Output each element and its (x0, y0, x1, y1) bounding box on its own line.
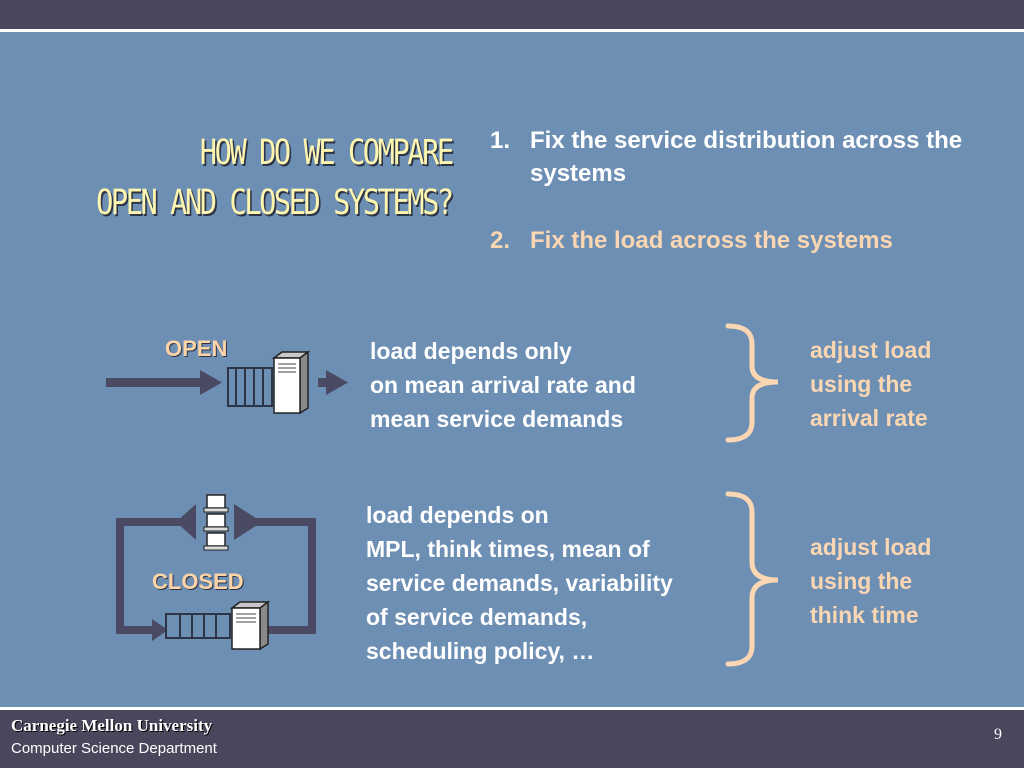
top-divider (0, 29, 1024, 32)
open-adjust-line-3: arrival rate (810, 405, 928, 431)
step-1: 1. Fix the service distribution across t… (490, 124, 1010, 190)
closed-label: CLOSED (152, 569, 244, 594)
step-1-text: Fix the service distribution across the … (530, 127, 963, 187)
closed-description: load depends on MPL, think times, mean o… (366, 498, 673, 668)
open-adjust-line-2: using the (810, 371, 913, 397)
terminals-icon (203, 494, 229, 551)
closed-adjust-line-1: adjust load (810, 534, 932, 560)
title-line-2: OPEN AND CLOSED SYSTEMS? (96, 183, 454, 223)
closed-adjust-line-2: using the (810, 568, 913, 594)
slide-title: HOW DO WE COMPARE OPEN AND CLOSED SYSTEM… (96, 128, 454, 228)
open-desc-line-2: on mean arrival rate and (370, 372, 636, 398)
top-bar (0, 0, 1024, 29)
open-adjust-note: adjust load using the arrival rate (810, 333, 931, 435)
step-1-number: 1. (490, 127, 511, 154)
open-adjust-line-1: adjust load (810, 337, 932, 363)
bottom-divider (0, 707, 1024, 710)
closed-desc-line-5: scheduling policy, … (366, 638, 595, 664)
closed-desc-line-4: of service demands, (366, 604, 588, 630)
step-2: 2. Fix the load across the systems (490, 224, 1010, 257)
closed-loop-arrow (116, 518, 316, 641)
open-desc-line-1: load depends only (370, 338, 572, 364)
footer-bar (0, 710, 1024, 768)
step-2-number: 2. (490, 227, 511, 254)
title-line-1: HOW DO WE COMPARE (200, 133, 454, 173)
open-arrival-arrow (106, 370, 222, 395)
closed-server-icon (229, 600, 271, 651)
open-desc-line-3: mean service demands (370, 406, 624, 432)
steps-list: 1. Fix the service distribution across t… (490, 124, 1010, 257)
open-server-icon (271, 350, 311, 415)
step-2-text: Fix the load across the systems (530, 227, 893, 254)
open-label: OPEN (165, 336, 228, 361)
open-brace (725, 323, 779, 443)
closed-adjust-line-3: think time (810, 602, 919, 628)
open-queue-icon (227, 367, 273, 407)
closed-desc-line-1: load depends on (366, 502, 549, 528)
closed-desc-line-3: service demands, variability (366, 570, 673, 596)
closed-adjust-note: adjust load using the think time (810, 530, 931, 632)
closed-desc-line-2: MPL, think times, mean of (366, 536, 650, 562)
footer-university: Carnegie Mellon University (11, 716, 213, 735)
closed-queue-icon (165, 613, 231, 639)
closed-brace (725, 491, 779, 667)
footer-department: Computer Science Department (11, 740, 217, 757)
open-departure-arrow (318, 370, 348, 395)
closed-think-arrows (176, 504, 262, 540)
open-description: load depends only on mean arrival rate a… (370, 334, 636, 436)
page-number: 9 (994, 726, 1002, 743)
